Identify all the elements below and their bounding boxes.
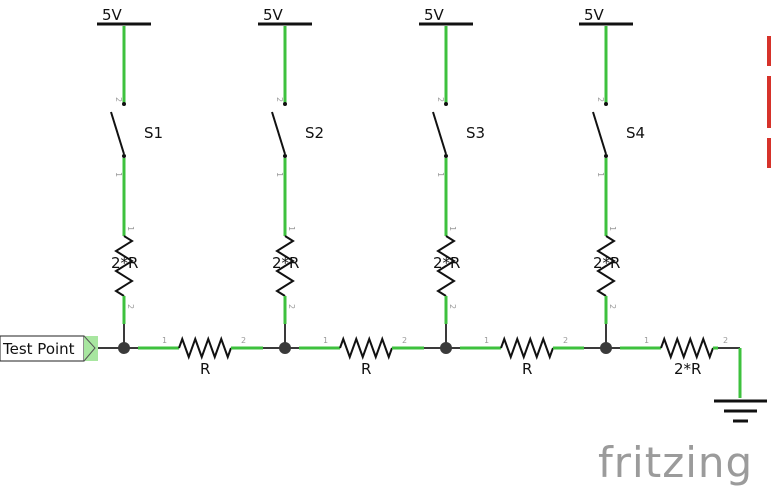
accent-bar bbox=[767, 76, 771, 128]
fritzing-logo: fritzing bbox=[598, 438, 754, 487]
ladder-resistor-4: 1 2 2*R bbox=[600, 336, 740, 378]
svg-text:1: 1 bbox=[287, 226, 296, 231]
svg-text:1: 1 bbox=[436, 172, 445, 177]
supply-label: 5V bbox=[102, 6, 123, 24]
svg-text:1: 1 bbox=[114, 172, 123, 177]
test-point-label: Test Point bbox=[2, 340, 75, 358]
branch-resistor bbox=[114, 235, 134, 297]
switch-lever[interactable] bbox=[432, 111, 447, 155]
branch-columns: 5V2S1112*R25V2S2112*R25V2S3112*R25V2S411… bbox=[97, 6, 645, 348]
junction-dot bbox=[279, 342, 291, 354]
ladder-resistor-label: R bbox=[361, 360, 371, 378]
svg-text:1: 1 bbox=[275, 172, 284, 177]
supply-label: 5V bbox=[424, 6, 445, 24]
ladder-resistor-2: 1 2R bbox=[279, 336, 446, 378]
switch-lever[interactable] bbox=[271, 111, 286, 155]
ladder-resistor-label: R bbox=[522, 360, 532, 378]
branch-resistor-label: 2*R bbox=[272, 254, 299, 272]
svg-text:1: 1 bbox=[596, 172, 605, 177]
ladder-resistor-3: 1 2R bbox=[440, 336, 606, 378]
svg-text:2: 2 bbox=[287, 304, 296, 309]
svg-text:2: 2 bbox=[448, 304, 457, 309]
svg-text:1: 1 bbox=[644, 336, 649, 345]
ground-symbol bbox=[714, 348, 767, 423]
svg-text:1: 1 bbox=[608, 226, 617, 231]
branch-resistor bbox=[436, 235, 456, 297]
branch-resistor-label: 2*R bbox=[593, 254, 620, 272]
svg-text:2: 2 bbox=[436, 97, 445, 102]
test-point[interactable]: Test Point bbox=[0, 335, 98, 362]
ladder-resistor-label: R bbox=[200, 360, 210, 378]
accent-bar bbox=[767, 36, 771, 66]
test-point-box bbox=[0, 335, 85, 362]
svg-text:1: 1 bbox=[162, 336, 167, 345]
ladder-resistor bbox=[339, 336, 393, 360]
switch-label: S1 bbox=[144, 124, 163, 142]
ladder-network: 1 2R 1 2R 1 2R 1 2 2*R bbox=[97, 336, 741, 378]
svg-text:2: 2 bbox=[596, 97, 605, 102]
accent-bar bbox=[767, 138, 771, 168]
ladder-resistor bbox=[660, 336, 714, 360]
junction-dot bbox=[440, 342, 452, 354]
svg-text:2: 2 bbox=[563, 336, 568, 345]
junction-dot bbox=[600, 342, 612, 354]
branch-resistor-label: 2*R bbox=[433, 254, 460, 272]
svg-text:2: 2 bbox=[275, 97, 284, 102]
switch-label: S4 bbox=[626, 124, 645, 142]
svg-text:1: 1 bbox=[323, 336, 328, 345]
switch-label: S3 bbox=[466, 124, 485, 142]
svg-text:2: 2 bbox=[402, 336, 407, 345]
svg-text:1: 1 bbox=[484, 336, 489, 345]
branch-resistor-label: 2*R bbox=[111, 254, 138, 272]
switch-lever[interactable] bbox=[110, 111, 125, 155]
supply-label: 5V bbox=[584, 6, 605, 24]
svg-text:2: 2 bbox=[126, 304, 135, 309]
svg-text:2: 2 bbox=[114, 97, 123, 102]
svg-text:1: 1 bbox=[126, 226, 135, 231]
svg-text:2: 2 bbox=[723, 336, 728, 345]
svg-text:2: 2 bbox=[608, 304, 617, 309]
branch-resistor bbox=[596, 235, 616, 297]
ladder-resistor-1: 1 2R bbox=[118, 336, 285, 378]
svg-text:2: 2 bbox=[241, 336, 246, 345]
ladder-resistor-label: 2*R bbox=[674, 360, 701, 378]
ladder-resistor bbox=[178, 336, 232, 360]
switch-label: S2 bbox=[305, 124, 324, 142]
svg-text:1: 1 bbox=[448, 226, 457, 231]
switch-lever[interactable] bbox=[592, 111, 607, 155]
ladder-resistor bbox=[500, 336, 554, 360]
supply-label: 5V bbox=[263, 6, 284, 24]
branch-resistor bbox=[275, 235, 295, 297]
